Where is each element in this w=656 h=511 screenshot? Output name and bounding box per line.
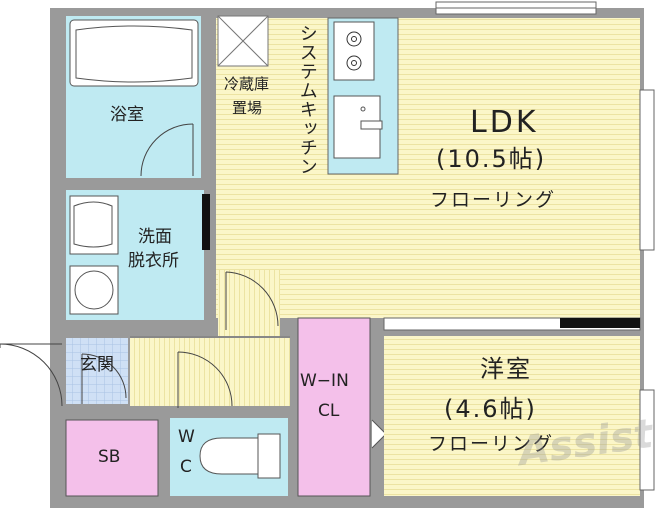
ldk-floor	[216, 18, 640, 318]
ldk-label: LDK	[470, 105, 539, 140]
window-right-2	[639, 389, 655, 491]
entrance-label: 玄関	[80, 355, 114, 375]
ldk-floor-type: フローリング	[430, 189, 557, 211]
fridge-label-2: 置場	[232, 99, 263, 117]
wc-label-1: W	[178, 427, 195, 447]
closet-label-2: CL	[318, 401, 340, 421]
bath-label: 浴室	[110, 105, 144, 125]
fridge-label-1: 冷蔵庫	[224, 75, 270, 93]
wc-label-2: C	[180, 457, 192, 477]
western-room-label: 洋室	[480, 355, 532, 383]
hallway	[130, 336, 290, 406]
western-room-floor	[384, 336, 640, 496]
western-room-floor-type: フローリング	[428, 433, 555, 455]
window-right	[639, 89, 655, 251]
washroom-label-1: 洗面	[138, 227, 172, 247]
shoebox-label: SB	[98, 447, 121, 467]
kitchen-label: システムキッチン	[296, 24, 318, 176]
closet-label-1: W−IN	[300, 371, 349, 391]
entrance-tile	[66, 338, 128, 404]
western-room-size: (4.6帖)	[444, 395, 537, 423]
washing-machine-space	[69, 265, 119, 315]
ldk-size: (10.5帖)	[436, 145, 547, 173]
washroom-label-2: 脱衣所	[128, 251, 179, 271]
shoe-box	[65, 419, 159, 497]
walk-in-closet	[297, 317, 371, 497]
